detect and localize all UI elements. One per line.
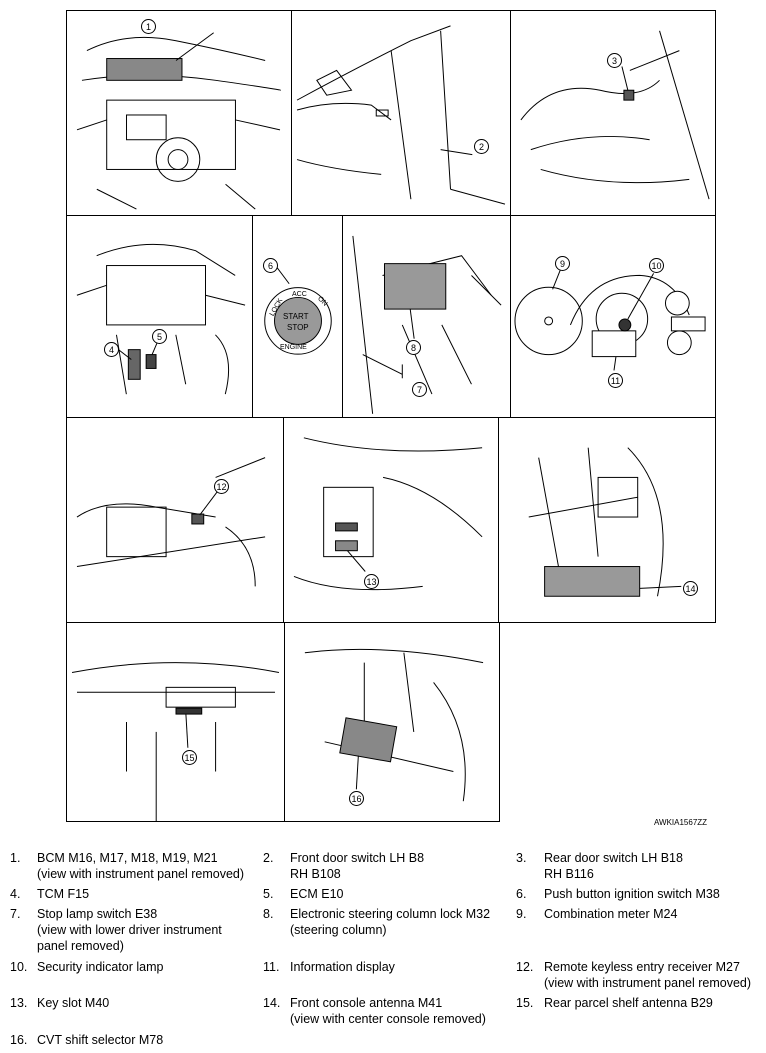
- combination-meter-illustration: [514, 269, 706, 371]
- engine-bay-illustration: [76, 243, 246, 395]
- legend-text: Front door switch LH B8: [290, 851, 425, 865]
- steering-column-illustration: [352, 235, 502, 414]
- legend-subtext: (view with instrument panel removed): [544, 976, 752, 990]
- panel-keyless-receiver: 12: [66, 417, 284, 623]
- panel-rear-parcel-shelf-antenna: 15: [66, 622, 285, 822]
- bcm-illustration: [76, 32, 281, 210]
- panel-cvt-shift-selector: 16: [284, 622, 500, 822]
- callout-8: 8: [406, 340, 421, 355]
- panel-key-slot: 13: [283, 417, 499, 623]
- panel-front-console-antenna: 14: [498, 417, 716, 623]
- legend-subtext: (view with center console removed): [290, 1012, 486, 1026]
- legend-subtext-2: panel removed): [37, 939, 124, 953]
- legend-number: 15.: [516, 996, 534, 1010]
- callout-9: 9: [555, 256, 570, 271]
- ignition-stop-text: STOP: [287, 323, 309, 332]
- legend-text: Push button ignition switch M38: [544, 887, 720, 901]
- component-location-diagram: 1 2: [66, 10, 716, 822]
- legend-number: 4.: [10, 887, 21, 901]
- legend-text: Electronic steering column lock M32: [290, 907, 491, 921]
- ignition-switch-illustration: [264, 263, 332, 355]
- callout-4: 4: [104, 342, 119, 357]
- callout-11: 11: [608, 373, 623, 388]
- figure-code: AWKIA1567ZZ: [654, 818, 708, 827]
- callout-13: 13: [364, 574, 379, 589]
- callout-2: 2: [474, 139, 489, 154]
- rear-parcel-shelf-illustration: [71, 662, 280, 821]
- ignition-start-text: START: [283, 312, 309, 321]
- legend-text: Security indicator lamp: [37, 960, 164, 974]
- legend-number: 13.: [10, 996, 28, 1010]
- legend-subtext: (steering column): [290, 923, 387, 937]
- panel-bcm: 1: [66, 10, 292, 216]
- legend-text: ECM E10: [290, 887, 344, 901]
- legend-text: Front console antenna M41: [290, 996, 443, 1010]
- legend-number: 12.: [516, 960, 534, 974]
- legend-subtext: RH B116: [544, 867, 594, 881]
- legend-text: Combination meter M24: [544, 907, 678, 921]
- ignition-engine-text: ENGINE: [280, 344, 307, 351]
- legend-text: Remote keyless entry receiver M27: [544, 960, 740, 974]
- callout-7: 7: [412, 382, 427, 397]
- legend-number: 9.: [516, 907, 527, 921]
- panel-front-door-switch: 2: [291, 10, 511, 216]
- callout-6: 6: [263, 258, 278, 273]
- legend-number: 8.: [263, 907, 274, 921]
- panel-push-button-ignition: 6 LOCK ACC ON START STOP ENGINE: [252, 215, 343, 418]
- legend-text: Stop lamp switch E38: [37, 907, 158, 921]
- legend-number: 2.: [263, 851, 274, 865]
- callout-1: 1: [141, 19, 156, 34]
- panel-steering-lock-stop-lamp: 8 7: [342, 215, 511, 418]
- callout-12: 12: [214, 479, 229, 494]
- legend-number: 11.: [263, 960, 280, 974]
- rear-door-illustration: [520, 30, 710, 200]
- legend-text: TCM F15: [37, 887, 90, 901]
- callout-3: 3: [607, 53, 622, 68]
- key-slot-illustration: [293, 437, 483, 591]
- legend-subtext: (view with instrument panel removed): [37, 867, 245, 881]
- legend-number: 3.: [516, 851, 527, 865]
- legend-text: CVT shift selector M78: [37, 1033, 164, 1047]
- panel-tcm-ecm: 4 5: [66, 215, 253, 418]
- legend-number: 10.: [10, 960, 28, 974]
- legend-number: 6.: [516, 887, 527, 901]
- keyless-receiver-illustration: [76, 457, 266, 587]
- legend-number: 7.: [10, 907, 21, 921]
- legend-text: Key slot M40: [37, 996, 110, 1010]
- legend-number: 14.: [263, 996, 281, 1010]
- callout-14: 14: [683, 581, 698, 596]
- legend-number: 1.: [10, 851, 21, 865]
- panel-combination-meter: 9 10 11: [510, 215, 716, 418]
- callout-16: 16: [349, 791, 364, 806]
- legend-text: Rear door switch LH B18: [544, 851, 683, 865]
- legend-text: Information display: [290, 960, 395, 974]
- front-console-antenna-illustration: [528, 447, 682, 597]
- cvt-shift-selector-illustration: [304, 648, 484, 802]
- legend-number: 5.: [263, 887, 274, 901]
- callout-5: 5: [152, 329, 167, 344]
- legend-subtext: (view with lower driver instrument: [37, 923, 222, 937]
- ignition-acc-text: ACC: [292, 291, 307, 298]
- legend-number: 16.: [10, 1033, 28, 1047]
- callout-10: 10: [649, 258, 664, 273]
- callout-15: 15: [182, 750, 197, 765]
- legend-text: BCM M16, M17, M18, M19, M21: [37, 851, 218, 865]
- legend-text: Rear parcel shelf antenna B29: [544, 996, 713, 1010]
- legend-subtext: RH B108: [290, 867, 341, 881]
- panel-rear-door-switch: 3: [510, 10, 716, 216]
- front-door-illustration: [296, 25, 506, 205]
